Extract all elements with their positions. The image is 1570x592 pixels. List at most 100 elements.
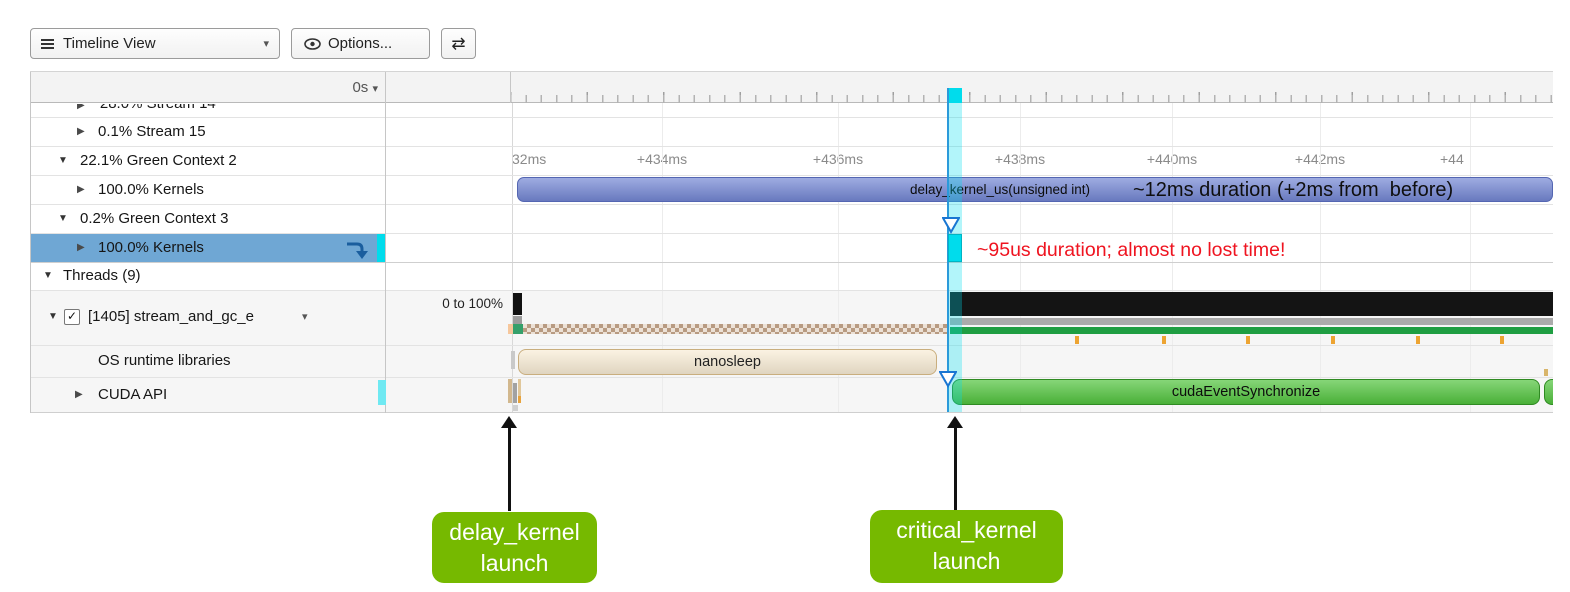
cuda-api-launch-tick [518, 396, 521, 403]
row-separator [30, 204, 1553, 205]
sidebar-item-stream14[interactable]: ▶ 28.0% Stream 14 [31, 104, 381, 117]
sidebar-item-threads[interactable]: ▼ Threads (9) [0, 262, 385, 290]
callout-delay-kernel-launch: delay_kernel launch [432, 512, 597, 583]
os-event-tick [1544, 369, 1548, 376]
thread-state-green-start [513, 324, 523, 334]
row-separator [30, 262, 1553, 263]
row-label: 0.2% Green Context 3 [80, 210, 229, 227]
eye-icon [304, 37, 321, 50]
sidebar-item-thread-1405[interactable]: ▼ ✓ [1405] stream_and_gc_e ▾ [0, 303, 385, 331]
cpu-usage-spike [513, 293, 522, 315]
row-label: 28.0% Stream 14 [100, 104, 216, 112]
options-button[interactable]: Options... [291, 28, 430, 59]
row-separator [30, 345, 1553, 346]
row-label: 0.1% Stream 15 [98, 123, 206, 140]
chevron-down-icon: ▾ [263, 38, 269, 50]
options-label: Options... [328, 35, 393, 52]
kernel-slice-delay-kernel[interactable]: delay_kernel_us(unsigned int) [517, 177, 1553, 202]
panel-left-border [30, 72, 31, 413]
focus-kernel-arrow-icon[interactable] [344, 238, 368, 260]
callout-line1: critical_kernel [896, 517, 1037, 543]
selected-row-marker-stripe [377, 234, 385, 262]
swap-arrows-icon: ⇄ [451, 33, 466, 53]
tree-collapse-icon: ▼ [58, 213, 68, 224]
ruler-tick-label: 32ms [512, 151, 547, 167]
kernel-slice-label: delay_kernel_us(unsigned int) [909, 182, 1091, 197]
os-event-tick [511, 351, 515, 369]
thread-state-gray-start [513, 316, 522, 324]
thread-state-gray-band [950, 318, 1553, 325]
row-separator [30, 412, 1553, 413]
os-slice-nanosleep[interactable]: nanosleep [518, 349, 937, 375]
cpu-usage-band-running [950, 292, 1553, 316]
thread-marker-tick [1331, 336, 1335, 344]
row-separator [30, 175, 1553, 176]
row-label: 100.0% Kernels [98, 239, 204, 256]
row-separator [30, 290, 1553, 291]
thread-marker-tick [1416, 336, 1420, 344]
thread-scale-label: 0 to 100% [442, 296, 503, 311]
sidebar-sort-control[interactable]: 0s ▾ [258, 76, 378, 100]
sidebar-item-stream15[interactable]: ▶ 0.1% Stream 15 [0, 117, 385, 146]
cuda-api-launch-tick[interactable] [518, 379, 521, 403]
chevron-down-icon: ▾ [372, 83, 378, 95]
sidebar-item-green-context-3[interactable]: ▼ 0.2% Green Context 3 [0, 204, 385, 233]
sidebar-item-os-runtime[interactable]: OS runtime libraries [0, 345, 385, 377]
callout-line2: launch [932, 548, 1001, 575]
cuda-api-launch-tick[interactable] [508, 379, 512, 403]
row-separator [30, 146, 1553, 147]
kernel-slice-critical-kernel[interactable] [948, 234, 962, 262]
thread-state-running-band[interactable] [950, 327, 1553, 334]
annotation-95us-duration: ~95us duration; almost no lost time! [977, 239, 1286, 261]
tree-expand-icon: ▶ [77, 126, 85, 137]
sidebar-item-green-context-2[interactable]: ▼ 22.1% Green Context 2 [0, 146, 385, 175]
callout-arrow-line [954, 427, 957, 511]
callout-arrow-line [508, 427, 511, 511]
tree-expand-icon: ▶ [77, 184, 85, 195]
row-label: CUDA API [98, 386, 168, 403]
check-icon: ✓ [66, 309, 78, 323]
thread-visibility-checkbox[interactable]: ✓ [64, 309, 80, 325]
gridline [838, 103, 839, 412]
thread-state-peach-start [508, 324, 513, 334]
event-marker-triangle-icon[interactable] [942, 217, 960, 234]
time-marker-handle[interactable] [948, 88, 962, 103]
sidebar-item-kernels-gc3[interactable]: ▶ 100.0% Kernels [0, 233, 385, 262]
thread-marker-tick [1162, 336, 1166, 344]
cuda-api-slice-event-synchronize[interactable]: cudaEventSynchronize [952, 379, 1540, 405]
swap-rows-button[interactable]: ⇄ [441, 28, 476, 59]
gridline [1172, 103, 1173, 412]
cuda-api-slice-label: cudaEventSynchronize [1171, 384, 1321, 400]
callout-critical-kernel-launch: critical_kernel launch [870, 510, 1063, 583]
sidebar-item-cuda-api[interactable]: ▶ CUDA API [0, 377, 385, 412]
thread-marker-tick [1246, 336, 1250, 344]
thread-state-sleeping-band[interactable] [523, 324, 948, 334]
event-marker-triangle-icon[interactable] [939, 371, 957, 388]
sidebar-item-kernels-gc2[interactable]: ▶ 100.0% Kernels [0, 175, 385, 204]
row-separator [30, 377, 1553, 378]
timeline-view-selector[interactable]: Timeline View ▾ [30, 28, 280, 59]
timeline-view-label: Timeline View [63, 35, 156, 52]
thread-marker-tick [1075, 336, 1079, 344]
row-label: OS runtime libraries [98, 352, 231, 369]
row-label: 100.0% Kernels [98, 181, 204, 198]
cuda-api-marker-stripe [378, 380, 386, 405]
tree-expand-icon: ▶ [77, 104, 85, 111]
gridline [1470, 103, 1471, 412]
row-label: Threads (9) [63, 267, 141, 284]
thread-marker-tick [1500, 336, 1504, 344]
cuda-api-slice-clipped[interactable] [1544, 379, 1553, 405]
time-ruler[interactable]: 32ms +434ms +436ms +438ms +440ms +442ms … [510, 72, 1553, 167]
cuda-api-launch-tick[interactable] [513, 383, 517, 403]
callout-arrow-head [947, 416, 963, 428]
callout-arrow-head [501, 416, 517, 428]
gridline [512, 103, 513, 412]
column-divider[interactable] [385, 72, 386, 413]
chevron-down-icon[interactable]: ▾ [302, 311, 308, 323]
gridline [1320, 103, 1321, 412]
ruler-tick-strip [510, 95, 1553, 103]
callout-line2: launch [480, 550, 549, 577]
tree-collapse-icon: ▼ [58, 155, 68, 166]
tree-expand-icon: ▶ [77, 242, 85, 253]
